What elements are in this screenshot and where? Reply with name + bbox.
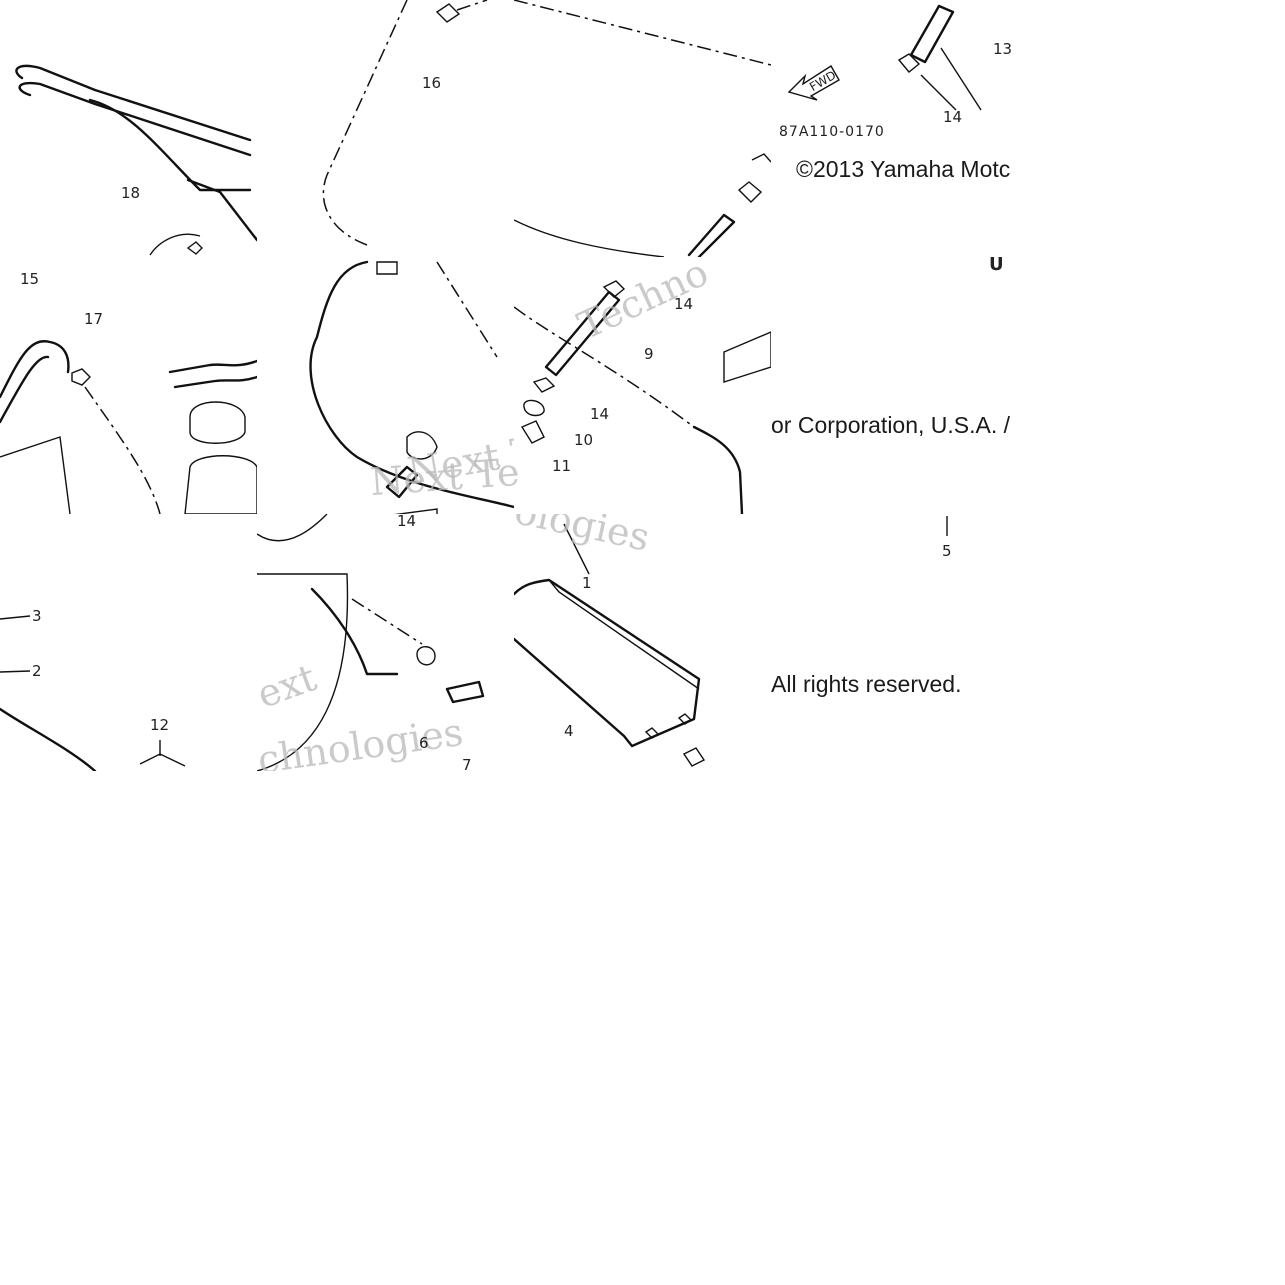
callout-2: 2 [32,662,42,680]
tile-r3-c3: ologies 1 4 [514,514,771,771]
copyright-line-1: ©2013 Yamaha Motc [796,156,1011,182]
copyright-line-2: or Corporation, U.S.A. / [771,412,1011,438]
callout-14b: 14 [674,295,694,313]
fuel-tank-body-drawing [309,260,514,514]
tank-bracket-drawing [257,514,485,771]
callout-5: 5 [942,542,952,560]
callout-12: 12 [150,716,170,734]
callout-14d: 14 [397,514,417,530]
callout-7: 7 [462,756,472,772]
tank-cover-plate-drawing [514,523,706,767]
callout-15: 15 [20,270,40,288]
callout-1: 1 [582,574,592,592]
callout-10: 10 [574,431,594,449]
breather-hose-drawing [0,340,257,514]
tile-r2-c4: or Corporation, U.S.A. / U [771,257,1028,514]
fuel-tank-strap-drawing [15,64,257,256]
drawing-code: 87A110-0170 [779,124,885,140]
callout-11: 11 [552,457,572,475]
fwd-arrow-and-hose-drawing [787,4,982,111]
fuel-tank-top-drawing [322,0,488,246]
copyright-line-3: All rights reserved. [771,671,962,697]
tank-mount-drawing [0,615,186,771]
tile-r3-c2: ext chnologies 6 7 14 [257,514,514,771]
fastener-detail-drawing [946,516,948,536]
callout-16: 16 [422,74,442,92]
callout-3: 3 [32,607,42,625]
callout-14a: 14 [943,108,963,126]
callout-17: 17 [84,310,104,328]
fuel-tank-right-drawing [514,0,771,257]
fuel-hose-and-filter-drawing [514,280,771,514]
tile-r3-c1: 3 2 12 [0,514,257,771]
tile-r2-c3: Techno 9 14 14 10 11 [514,257,771,514]
callout-13: 13 [993,40,1013,58]
callout-6: 6 [419,734,429,752]
callout-9: 9 [644,345,654,363]
u-mark: U [989,257,1004,275]
tile-r2-c2: Next Te [257,257,514,514]
tile-r3-c4: 5 All rights reserved. [771,514,1028,771]
tile-r1-c2: 16 [257,0,514,257]
tile-r2-c1: 15 17 [0,257,257,514]
callout-18: 18 [121,184,141,202]
tile-r1-c3: 8 [514,0,771,257]
tile-r1-c4: FWD 87A110-0170 13 14 ©2013 Yamaha Motc [771,0,1028,257]
callout-4: 4 [564,722,574,740]
tile-r1-c1: 18 [0,0,257,257]
callout-14c: 14 [590,405,610,423]
